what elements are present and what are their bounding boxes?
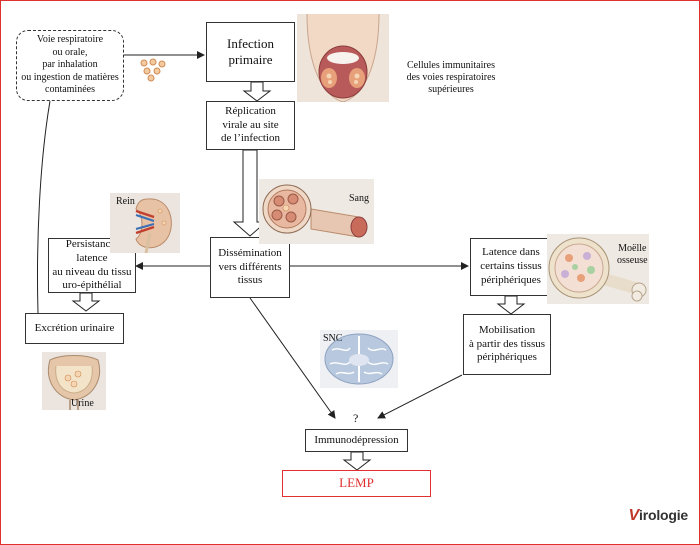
peripheral-latency-box: Latence dans certains tissus périphériqu… bbox=[470, 238, 552, 296]
kidney-label: Rein bbox=[116, 196, 135, 207]
hollow-arrow-latence-mobilisation bbox=[496, 295, 526, 315]
route-of-entry-box: Voie respiratoire ou orale, par inhalati… bbox=[16, 30, 124, 101]
upper-airway-immune-cells-label: Cellules immunitaires des voies respirat… bbox=[406, 60, 496, 95]
blood-label: Sang bbox=[349, 193, 369, 204]
hollow-arrow-immuno-lemp bbox=[342, 451, 372, 471]
bone-marrow-label: Moëlle osseuse bbox=[617, 243, 648, 266]
logo-text: irologie bbox=[639, 507, 688, 523]
throat-illustration bbox=[297, 14, 389, 102]
virologie-logo: Virologie bbox=[628, 507, 689, 525]
line-route-excretion bbox=[37, 100, 51, 314]
arrow-mobilisation-immuno bbox=[377, 374, 463, 419]
mobilisation-box: Mobilisation à partir des tissus périphé… bbox=[463, 314, 551, 375]
urine-label: Urine bbox=[71, 398, 94, 409]
hollow-arrow-infection-replication bbox=[242, 81, 272, 102]
hollow-arrow-persistance-excretion bbox=[71, 292, 101, 312]
immunosuppression-box: Immunodépression bbox=[305, 429, 408, 452]
urinary-excretion-box: Excrétion urinaire bbox=[25, 313, 124, 344]
virus-particles-icon bbox=[140, 58, 166, 82]
brain-illustration bbox=[320, 330, 398, 388]
lemp-box: LEMP bbox=[282, 470, 431, 497]
blood-vessel-illustration bbox=[259, 179, 374, 244]
cns-label: SNC bbox=[323, 333, 343, 344]
hollow-arrow-replication-dissemination bbox=[232, 149, 268, 237]
primary-infection-box: Infection primaire bbox=[206, 22, 295, 82]
question-mark: ? bbox=[353, 411, 359, 425]
logo-initial: V bbox=[628, 507, 640, 524]
arrow-dissemination-immuno bbox=[249, 297, 336, 419]
bladder-illustration bbox=[42, 352, 106, 410]
kidney-illustration bbox=[110, 193, 180, 253]
bone-marrow-illustration bbox=[547, 234, 649, 304]
viral-replication-box: Réplication virale au site de l’infectio… bbox=[206, 101, 295, 150]
dissemination-box: Dissémination vers différents tissus bbox=[210, 237, 290, 298]
